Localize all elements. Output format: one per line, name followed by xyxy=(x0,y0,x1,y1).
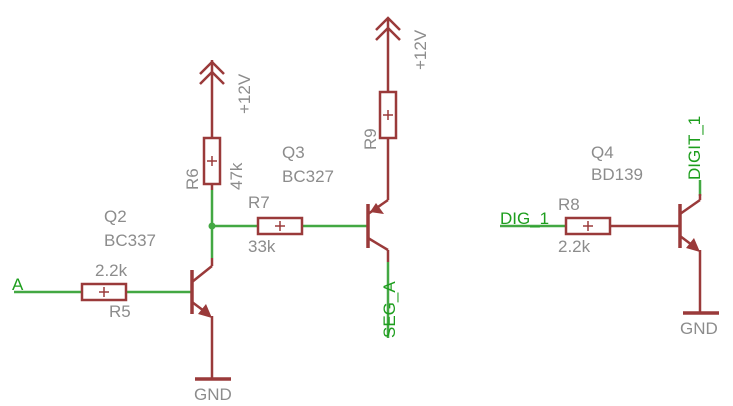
transistor-q4: Q4 BD139 xyxy=(591,143,702,312)
resistor-r6: R6 47k xyxy=(183,136,246,190)
net-label-dig-1: DIG_1 xyxy=(500,209,549,228)
pnp-transistor-icon xyxy=(366,198,390,262)
npn-transistor-icon xyxy=(190,258,214,318)
gnd-label-left: GND xyxy=(194,385,232,404)
supply-arrow-icon xyxy=(375,16,401,31)
resistor-r9: +12V R9 xyxy=(361,16,430,200)
transistor-q3: Q3 BC327 xyxy=(282,143,390,262)
r8-name: R8 xyxy=(558,195,580,214)
q2-value: BC337 xyxy=(104,231,156,250)
npn-transistor-icon xyxy=(678,194,702,252)
q3-name: Q3 xyxy=(282,143,305,162)
r8-value: 2.2k xyxy=(558,237,591,256)
gnd-label-right: GND xyxy=(680,319,718,338)
net-label-seg-a: SEG_A xyxy=(380,281,399,338)
ground-right: GND xyxy=(680,311,719,338)
resistor-icon xyxy=(80,282,128,302)
q4-value: BD139 xyxy=(591,165,643,184)
q2-name: Q2 xyxy=(104,207,127,226)
q4-name: Q4 xyxy=(591,143,614,162)
resistor-r7: R7 33k xyxy=(248,193,304,256)
resistor-r5: 2.2k R5 xyxy=(80,261,131,321)
resistor-r8: R8 2.2k xyxy=(558,195,680,256)
r7-value: 33k xyxy=(248,237,276,256)
supply-label-left: +12V xyxy=(235,73,254,114)
transistor-q2: Q2 BC337 xyxy=(104,207,214,378)
r6-value: 47k xyxy=(227,162,246,190)
r6-name: R6 xyxy=(183,168,202,190)
q3-value: BC327 xyxy=(282,167,334,186)
wires xyxy=(14,180,702,338)
r7-name: R7 xyxy=(248,193,270,212)
supply-arrow-icon xyxy=(199,60,225,75)
net-label-a: A xyxy=(12,275,24,294)
junction-dot-icon xyxy=(208,222,216,230)
r5-value: 2.2k xyxy=(95,261,128,280)
r9-name: R9 xyxy=(361,128,380,150)
supply-label-right: +12V xyxy=(411,29,430,70)
r5-name: R5 xyxy=(109,302,131,321)
supply-12v-left: +12V xyxy=(199,60,254,138)
ground-left: GND xyxy=(194,377,232,404)
net-label-digit-1: DIGIT_1 xyxy=(685,116,704,180)
resistor-icon xyxy=(256,216,304,236)
